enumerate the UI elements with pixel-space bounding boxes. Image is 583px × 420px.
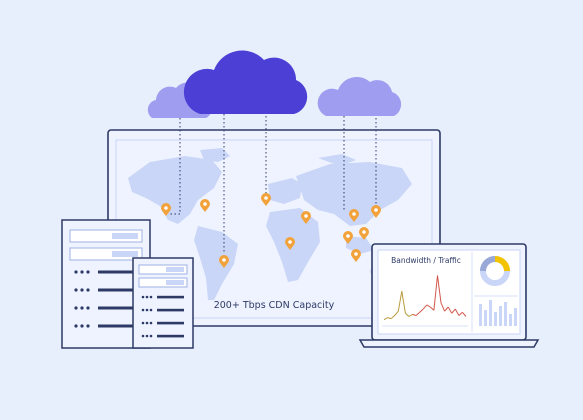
traffic-line-segment — [462, 311, 467, 317]
location-pin-icon — [371, 205, 381, 218]
traffic-line-segment — [390, 315, 396, 319]
location-pin-icon — [351, 249, 361, 262]
traffic-line-segment — [412, 313, 417, 316]
traffic-line-segment — [429, 306, 435, 311]
traffic-line-segment — [405, 312, 410, 317]
location-pin-icon — [219, 255, 229, 268]
traffic-line-segment — [451, 308, 456, 314]
traffic-line-series — [383, 275, 467, 321]
location-pin-icon — [301, 211, 311, 224]
traffic-line-segment — [444, 306, 449, 312]
traffic-line-segment — [454, 308, 460, 316]
server-rack — [132, 257, 194, 349]
location-pin-icon — [359, 227, 369, 240]
traffic-line-segment — [433, 275, 438, 311]
donut-chart — [480, 256, 510, 286]
location-pin-icon — [261, 193, 271, 206]
cloud-icon — [317, 76, 402, 116]
traffic-line-segment — [419, 308, 424, 313]
traffic-line-segment — [415, 311, 421, 316]
location-pins — [161, 193, 381, 268]
location-pin-icon — [343, 231, 353, 244]
traffic-chart — [382, 275, 468, 327]
location-pin-icon — [349, 209, 359, 222]
laptop: Bandwidth / Traffic — [358, 243, 540, 348]
traffic-line-segment — [458, 311, 463, 316]
location-pin-icon — [285, 237, 295, 250]
traffic-line-segment — [437, 275, 442, 303]
chart-title: Bandwidth / Traffic — [391, 256, 461, 265]
traffic-line-segment — [440, 302, 446, 312]
cloud-connection-lines — [168, 112, 377, 254]
traffic-line-segment — [387, 317, 392, 320]
traffic-line-segment — [383, 317, 388, 321]
traffic-line-segment — [401, 291, 406, 314]
location-pin-icon — [161, 203, 171, 216]
mini-bar-chart — [479, 300, 517, 326]
traffic-line-segment — [408, 313, 413, 317]
capacity-label: 200+ Tbps CDN Capacity — [214, 300, 335, 311]
traffic-line-segment — [397, 291, 403, 312]
traffic-line-segment — [447, 306, 453, 314]
traffic-line-segment — [426, 304, 431, 308]
cloud-icon — [183, 50, 308, 114]
location-pin-icon — [200, 199, 210, 212]
traffic-line-segment — [394, 310, 399, 316]
traffic-line-segment — [422, 304, 428, 310]
